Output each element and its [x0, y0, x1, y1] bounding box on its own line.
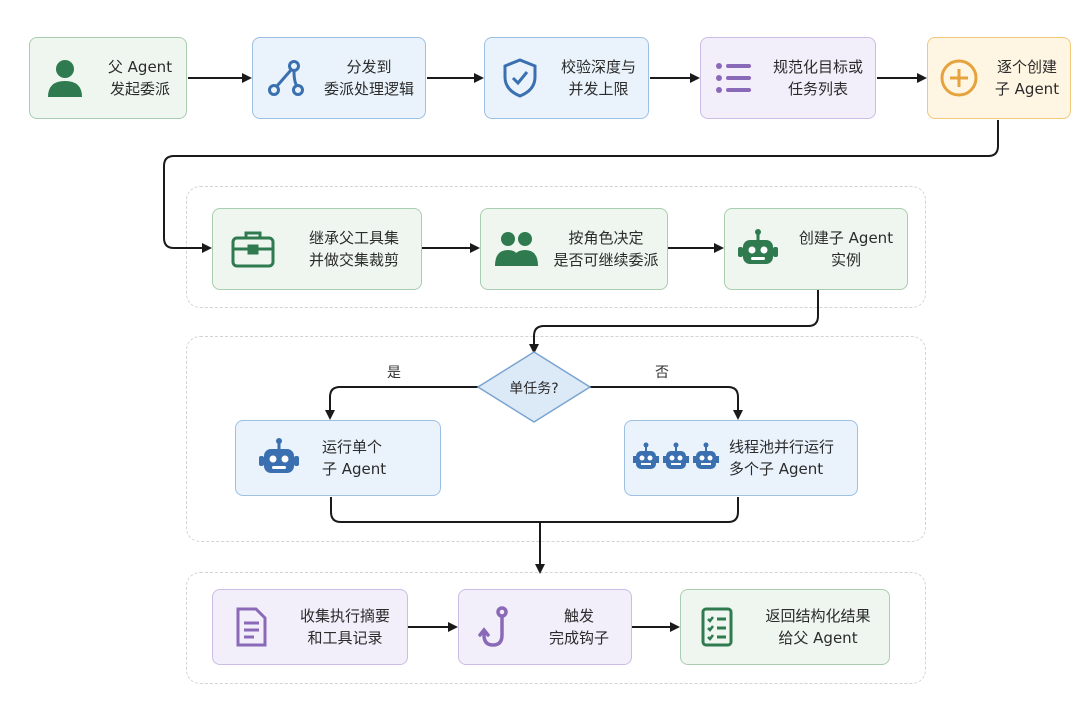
node-dispatch: 分发到委派处理逻辑 [252, 37, 426, 119]
node-line1: 校验深度与 [560, 58, 636, 76]
users-icon [481, 230, 551, 268]
node-normalize-tasks: 规范化目标或任务列表 [700, 37, 876, 119]
arrow-yes-n9 [325, 386, 480, 420]
checklist-icon [681, 606, 753, 648]
node-line1: 触发 [563, 607, 594, 625]
node-line1: 线程池并行运行 [729, 438, 835, 456]
shield-check-icon [485, 57, 555, 99]
merge-line [330, 497, 739, 523]
robot-icon [236, 437, 322, 479]
arrow-n8-decision [529, 290, 819, 354]
hook-icon [459, 605, 533, 649]
plus-circle-icon [928, 57, 990, 99]
node-line1: 继承父工具集 [308, 229, 399, 247]
node-line1: 运行单个 [322, 438, 383, 456]
decision-yes-label: 是 [387, 365, 401, 381]
node-validate-limits: 校验深度与并发上限 [484, 37, 649, 119]
node-line1: 分发到 [346, 58, 392, 76]
node-line2: 子 Agent [322, 460, 387, 478]
node-line2: 完成钩子 [548, 629, 609, 647]
node-run-single-subagent: 运行单个子 Agent [235, 420, 441, 496]
toolbox-icon [213, 229, 293, 269]
node-line2: 给父 Agent [778, 629, 858, 647]
node-line1: 父 Agent [107, 58, 173, 76]
node-role-delegation: 按角色决定是否可继续委派 [480, 208, 668, 290]
node-line2: 任务列表 [787, 80, 848, 98]
node-line1: 创建子 Agent [798, 229, 894, 247]
group-completion [186, 572, 926, 684]
arrow-n5-n6 [163, 120, 999, 253]
group-execution [186, 336, 926, 542]
node-trigger-hook: 触发完成钩子 [458, 589, 632, 665]
node-line2: 委派处理逻辑 [323, 80, 414, 98]
node-threadpool-parallel: 线程池并行运行多个子 Agent [624, 420, 858, 496]
node-line1: 收集执行摘要 [299, 607, 390, 625]
decision-diamond [476, 351, 592, 423]
node-create-each-subagent: 逐个创建子 Agent [927, 37, 1071, 119]
branch-icon [253, 58, 319, 98]
node-line2: 并发上限 [568, 80, 629, 98]
decision-label: 单任务? [509, 381, 559, 397]
node-line1: 规范化目标或 [772, 58, 863, 76]
node-line2: 发起委派 [109, 80, 170, 98]
node-line1: 返回结构化结果 [765, 607, 871, 625]
node-line1: 按角色决定 [568, 229, 644, 247]
document-icon [213, 606, 289, 648]
node-line2: 和工具记录 [307, 629, 383, 647]
node-create-subagent-instance: 创建子 Agent 实例 [724, 208, 908, 290]
node-line1: 逐个创建 [996, 58, 1057, 76]
node-line2: 多个子 Agent [729, 460, 824, 478]
node-line2: 是否可继续委派 [553, 251, 659, 269]
node-line2: 并做交集裁剪 [308, 251, 399, 269]
decision-no-label: 否 [655, 365, 669, 381]
node-parent-agent-delegate: 父 Agent 发起委派 [29, 37, 187, 119]
node-line2: 实例 [830, 251, 861, 269]
robot-icon [725, 228, 791, 270]
user-icon [30, 57, 100, 99]
node-line2: 子 Agent [994, 80, 1060, 98]
list-icon [701, 61, 767, 95]
arrow-no-n10 [588, 386, 743, 420]
node-collect-summary: 收集执行摘要和工具记录 [212, 589, 408, 665]
node-inherit-tools: 继承父工具集并做交集裁剪 [212, 208, 422, 290]
robots-icon [625, 442, 729, 474]
node-return-result: 返回结构化结果给父 Agent [680, 589, 890, 665]
